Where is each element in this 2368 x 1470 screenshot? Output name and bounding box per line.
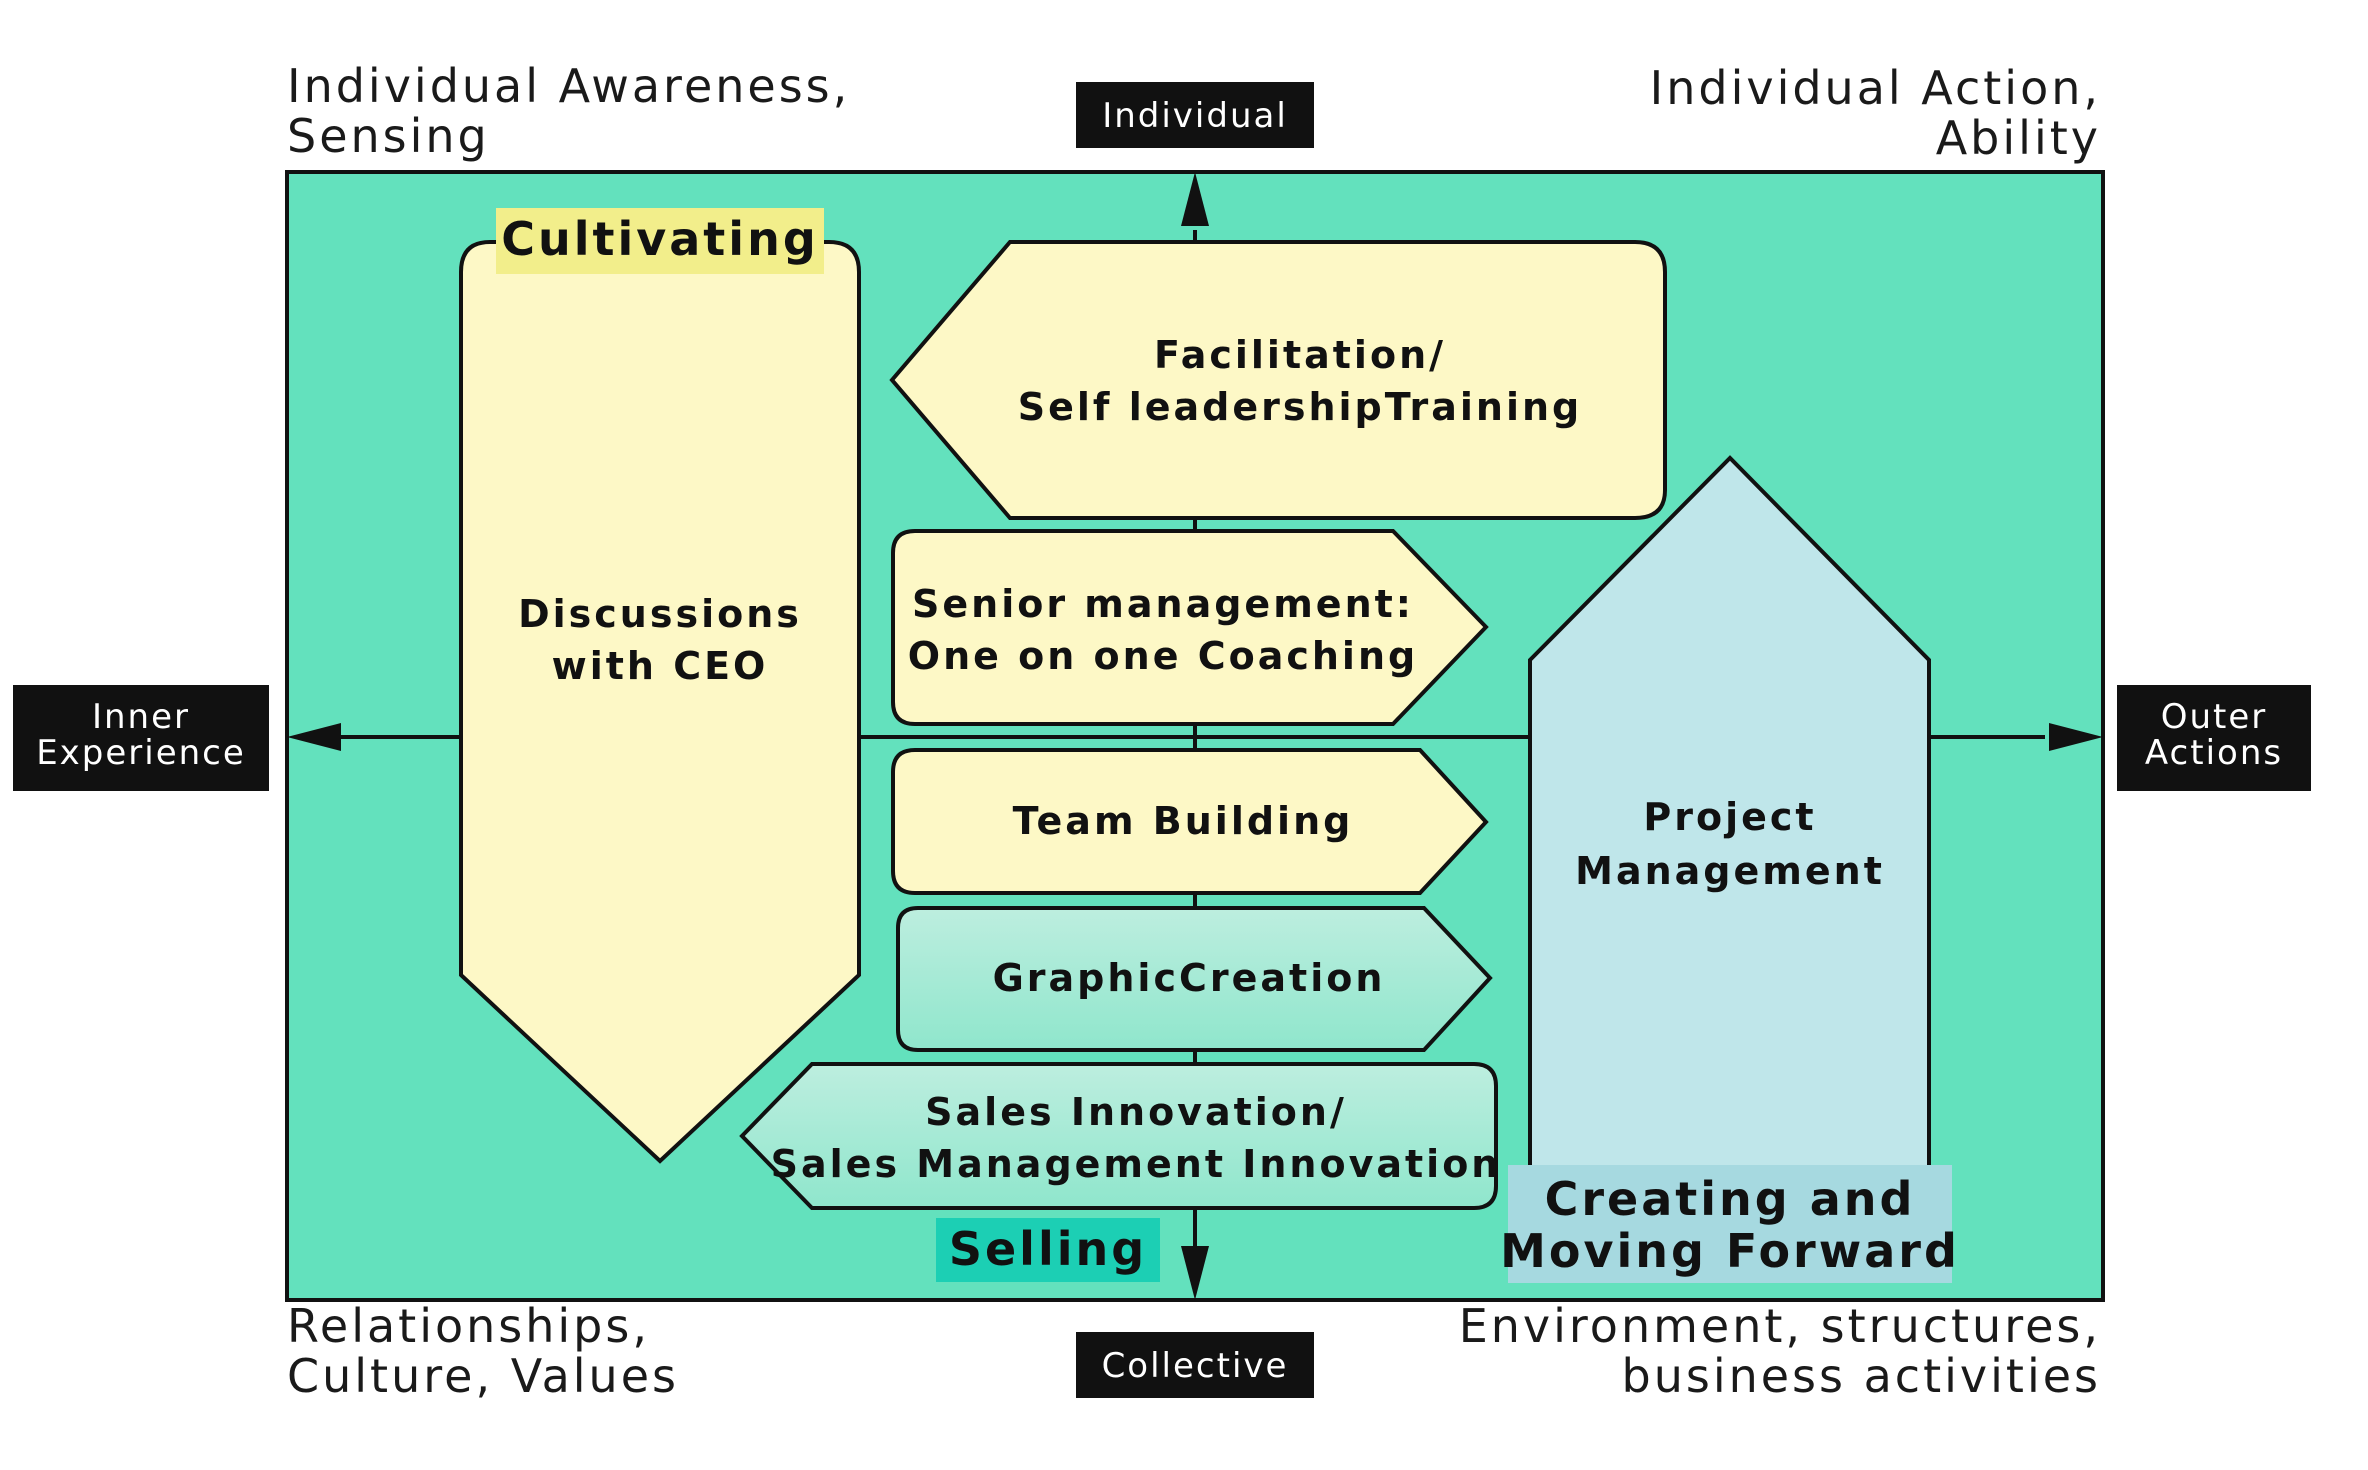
- axis-label-right-line-2: Actions: [2145, 733, 2283, 773]
- axis-label-left-line-2: Experience: [36, 733, 246, 773]
- axis-box-right: [2117, 685, 2311, 791]
- team-building-label-line-1: Team Building: [1013, 799, 1354, 843]
- cultivating-tag: [496, 208, 824, 274]
- sales-innovation-label-line-2: Sales Management Innovation: [771, 1142, 1502, 1186]
- project-management-label-line-1: Project: [1643, 795, 1816, 839]
- creating-label-line-2: Moving Forward: [1500, 1224, 1960, 1278]
- discussions-shape: [459, 240, 861, 1164]
- team-building-shape: [891, 748, 1489, 895]
- sales-innovation-shape: [739, 1062, 1498, 1210]
- facilitation-shape: [889, 240, 1667, 520]
- cultivating-label-line-1: Cultivating: [501, 212, 819, 266]
- selling-label-line-1: Selling: [949, 1222, 1147, 1276]
- coaching-label-line-2: One on one Coaching: [908, 634, 1418, 678]
- corner-top-right-line-2: Ability: [1936, 111, 2101, 165]
- graphic-creation-shape: [896, 906, 1493, 1052]
- creating-tag: [1508, 1165, 1952, 1283]
- axis-box-top: [1076, 82, 1314, 148]
- sales-innovation-label-line-1: Sales Innovation/: [925, 1090, 1347, 1134]
- arrow-up-icon: [1181, 172, 1209, 226]
- corner-top-left-line-2: Sensing: [287, 109, 490, 163]
- axis-box-bottom: [1076, 1332, 1314, 1398]
- facilitation-label-line-2: Self leadershipTraining: [1018, 385, 1582, 429]
- arrow-down-icon: [1181, 1246, 1209, 1300]
- selling-tag: [936, 1218, 1160, 1282]
- corner-top-right-line-1: Individual Action,: [1650, 61, 2101, 115]
- coaching-shape: [891, 529, 1489, 726]
- discussions-label-line-2: with CEO: [552, 644, 769, 688]
- corner-top-left-line-1: Individual Awareness,: [287, 59, 850, 113]
- discussions-label-line-1: Discussions: [518, 592, 802, 636]
- arrow-left-icon: [287, 723, 341, 751]
- corner-bottom-right-line-2: business activities: [1622, 1349, 2102, 1403]
- corner-bottom-left-line-2: Culture, Values: [287, 1349, 679, 1403]
- corner-bottom-left-line-1: Relationships,: [287, 1299, 650, 1353]
- axis-label-right-line-1: Outer: [2161, 697, 2268, 737]
- axis-label-top-line-1: Individual: [1102, 96, 1288, 136]
- arrow-right-icon: [2049, 723, 2103, 751]
- coaching-label-line-1: Senior management:: [912, 582, 1414, 626]
- corner-bottom-right-line-1: Environment, structures,: [1459, 1299, 2101, 1353]
- project-management-label-line-2: Management: [1575, 849, 1885, 893]
- project-management-shape: [1528, 455, 1931, 1264]
- creating-label-line-1: Creating and: [1545, 1172, 1916, 1226]
- facilitation-label-line-1: Facilitation/: [1154, 333, 1446, 377]
- axis-label-left-line-1: Inner: [92, 697, 190, 737]
- graphic-creation-label-line-1: GraphicCreation: [993, 956, 1386, 1000]
- axis-label-bottom-line-1: Collective: [1102, 1346, 1289, 1386]
- axis-box-left: [13, 685, 269, 791]
